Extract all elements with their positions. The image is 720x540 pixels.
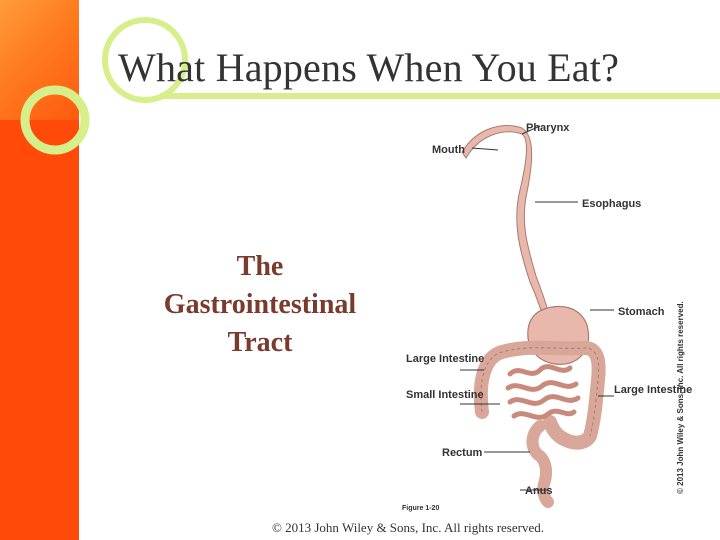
subtitle-line: Tract — [227, 327, 293, 358]
side-credit: © 2013 John Wiley & Sons, Inc. All right… — [676, 301, 685, 494]
left-accent-bar — [0, 0, 79, 540]
label-line: Small Intestine — [406, 389, 484, 401]
subtitle-line: Gastrointestinal — [163, 289, 357, 320]
stomach-shape — [527, 305, 590, 365]
slide-subtitle: The Gastrointestinal Tract — [120, 248, 400, 362]
label-large-intestine-right: Large Intestine — [614, 384, 692, 396]
label-small-intestine: Small Intestine — [406, 389, 484, 401]
rectum-shape — [526, 420, 554, 508]
subtitle-line: The — [236, 251, 284, 282]
label-rectum: Rectum — [442, 447, 483, 459]
label-anus: Anus — [525, 485, 553, 497]
gi-tract-diagram: Pharynx Mouth Esophagus Stomach Large In… — [402, 122, 692, 512]
label-large-intestine-left: Large Intestine — [406, 353, 484, 365]
label-stomach: Stomach — [618, 306, 665, 318]
label-esophagus: Esophagus — [582, 198, 641, 210]
label-mouth: Mouth — [432, 144, 465, 156]
small-intestine-coils — [505, 364, 581, 420]
copyright-footer: © 2013 John Wiley & Sons, Inc. All right… — [272, 520, 544, 535]
accent-tile — [0, 0, 79, 120]
label-pharynx: Pharynx — [526, 122, 570, 134]
slide-title: What Happens When You Eat? — [118, 45, 620, 90]
leader-lines — [460, 125, 614, 491]
label-line: Large Intestine — [406, 353, 484, 365]
large-intestine-outline — [480, 347, 600, 437]
label-line: Large Intestine — [614, 384, 692, 396]
figure-caption: Figure 1-20 — [402, 505, 439, 512]
esophagus-shape — [461, 125, 552, 325]
